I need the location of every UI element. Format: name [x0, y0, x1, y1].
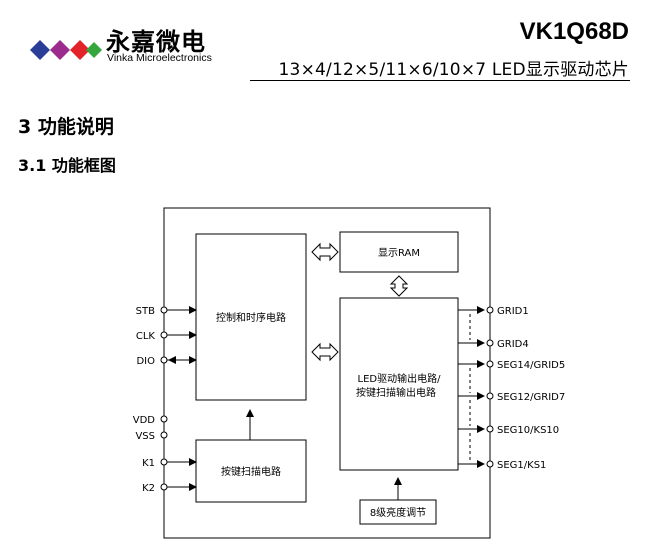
pin-terminal — [160, 306, 168, 314]
pin-terminal — [486, 392, 494, 400]
subsection-title: 3.1 功能框图 — [18, 156, 116, 175]
pin-label: SEG14/GRID5 — [497, 360, 565, 371]
left-pins: STB CLK DIO VDD VSS K1 K2 — [133, 306, 197, 494]
pin-terminal — [160, 483, 168, 491]
section-title: 3 功能说明 — [18, 116, 114, 138]
document-subtitle: 13×4/12×5/11×6/10×7 LED显示驱动芯片 — [278, 60, 629, 80]
led-driver-label-2: 按键扫描输出电路 — [356, 386, 436, 399]
pin-terminal — [486, 360, 494, 368]
pin-label: GRID1 — [497, 306, 529, 317]
pin-terminal — [160, 331, 168, 339]
control-timing-label: 控制和时序电路 — [216, 311, 286, 324]
key-scan-label: 按键扫描电路 — [221, 465, 281, 478]
pin-label: VDD — [133, 415, 156, 426]
pin-terminal — [160, 415, 168, 423]
pin-terminal — [486, 306, 494, 314]
control-driver-double-arrow — [311, 342, 339, 362]
pin-label: GRID4 — [497, 339, 529, 350]
part-number: VK1Q68D — [519, 18, 629, 45]
logo-diamonds-icon — [30, 40, 102, 60]
header-rule — [250, 80, 630, 81]
right-pins: GRID1 GRID4 SEG14/GRID5 SEG12/GRID7 SEG1… — [458, 306, 565, 471]
led-driver-block — [339, 297, 459, 471]
led-driver-label-1: LED驱动输出电路/ — [358, 372, 442, 385]
pin-label: STB — [136, 306, 155, 317]
brand-name-cn: 永嘉微电 — [106, 28, 206, 56]
pin-terminal — [160, 356, 168, 364]
control-timing-block — [195, 233, 307, 401]
pin-label: SEG12/GRID7 — [497, 392, 565, 403]
display-ram-block — [339, 231, 459, 273]
pin-label: SEG10/KS10 — [497, 425, 559, 436]
pin-label: K2 — [142, 483, 155, 494]
pin-terminal — [486, 460, 494, 468]
pin-label: DIO — [136, 356, 155, 367]
pin-terminal — [160, 431, 168, 439]
control-ram-double-arrow — [311, 242, 339, 262]
chip-outline — [163, 207, 491, 539]
brightness-label: 8级亮度调节 — [370, 506, 426, 519]
brand-name-en: Vinka Microelectronics — [107, 52, 212, 64]
pin-terminal — [486, 339, 494, 347]
pin-label: CLK — [136, 331, 156, 342]
pin-label: VSS — [135, 431, 155, 442]
pin-label: SEG1/KS1 — [497, 460, 546, 471]
pin-label: K1 — [142, 458, 155, 469]
pin-terminal — [486, 425, 494, 433]
ram-driver-double-arrow — [389, 275, 409, 297]
key-scan-block — [195, 439, 307, 503]
display-ram-label: 显示RAM — [378, 247, 420, 259]
pin-terminal — [160, 458, 168, 466]
dio-back-arrow — [168, 356, 176, 364]
